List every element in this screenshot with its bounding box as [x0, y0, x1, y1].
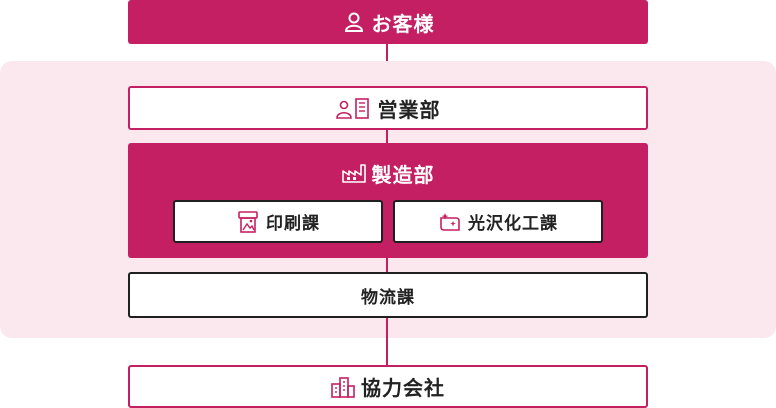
- manufacturing-dept-header: 製造部: [128, 157, 648, 189]
- connector-sales-manufacturing: [386, 130, 388, 144]
- salesperson-building-icon: [335, 96, 372, 120]
- section-printing-label: 印刷課: [266, 214, 320, 234]
- partner-companies-box: 協力会社: [128, 365, 648, 408]
- manufacturing-dept-label: 製造部: [371, 162, 435, 187]
- logistics-box: 物流課: [128, 272, 648, 318]
- section-printing: 印刷課: [173, 200, 383, 243]
- connector-bottom: [386, 318, 388, 365]
- person-icon: [342, 10, 366, 34]
- section-gloss-label: 光沢化工課: [468, 214, 558, 234]
- connector-manufacturing-logistics: [386, 258, 388, 272]
- customer-label: お客様: [371, 11, 435, 36]
- partner-companies-label: 協力会社: [361, 376, 445, 400]
- section-gloss-processing: 光沢化工課: [393, 200, 603, 243]
- gloss-sheet-icon: [438, 210, 462, 234]
- sales-dept-label: 営業部: [377, 97, 441, 122]
- logistics-label: 物流課: [361, 287, 415, 308]
- connector-top: [386, 44, 388, 62]
- buildings-icon: [331, 375, 355, 399]
- printer-icon: [236, 210, 260, 234]
- factory-icon: [341, 161, 366, 185]
- customer-box: お客様: [128, 0, 648, 44]
- sales-dept-box: 営業部: [128, 86, 648, 130]
